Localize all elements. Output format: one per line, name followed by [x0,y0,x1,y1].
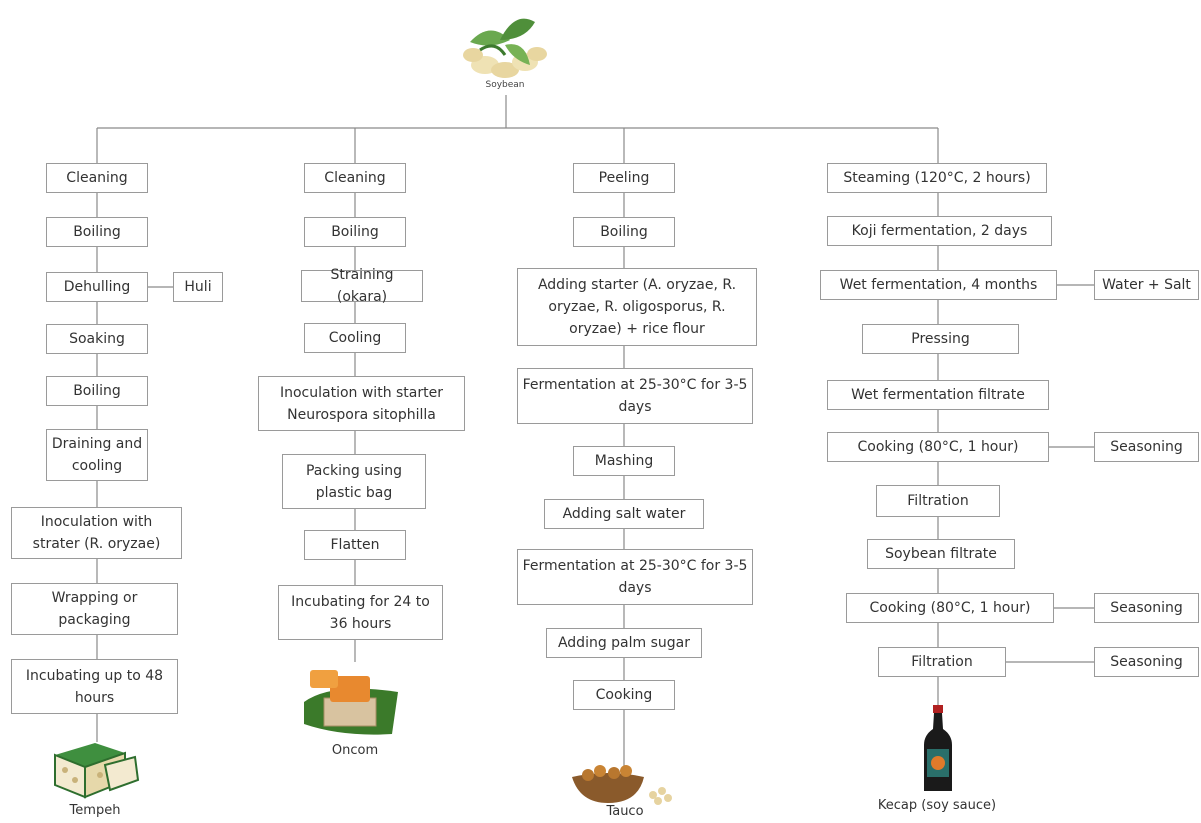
kecap-side-seasoning-2: Seasoning [1094,593,1199,623]
kecap-step-wet-fermentation: Wet fermentation, 4 months [820,270,1057,300]
kecap-side-seasoning-1: Seasoning [1094,432,1199,462]
kecap-step-soybean-filtrate: Soybean filtrate [867,539,1015,569]
kecap-step-filtration-2: Filtration [878,647,1006,677]
tempeh-step-dehulling: Dehulling [46,272,148,302]
oncom-step-boiling: Boiling [304,217,406,247]
kecap-step-cooking: Cooking (80°C, 1 hour) [827,432,1049,462]
tempeh-step-wrapping: Wrapping or packaging [11,583,178,635]
kecap-side-seasoning-3: Seasoning [1094,647,1199,677]
oncom-step-straining: Straining (okara) [301,267,423,305]
tauco-step-peeling: Peeling [573,163,675,193]
tauco-step-boiling: Boiling [573,217,675,247]
oncom-step-cooling: Cooling [304,323,406,353]
oncom-step-inoculation: Inoculation with starter Neurospora sito… [258,376,465,431]
kecap-step-cooking-2: Cooking (80°C, 1 hour) [846,593,1054,623]
tauco-product-label: Tauco [606,804,644,819]
oncom-step-packing: Packing using plastic bag [282,454,426,509]
kecap-side-water-salt: Water + Salt [1094,270,1199,300]
tauco-step-adding-starter: Adding starter (A. oryzae, R. oryzae, R.… [517,268,757,346]
root-label: Soybean [485,80,525,90]
soy-sauce-bottle-illustration [920,705,956,793]
tempeh-step-boiling-2: Boiling [46,376,148,406]
soybean-illustration [455,10,550,80]
tauco-step-adding-salt-water: Adding salt water [544,499,704,529]
tauco-step-adding-palm-sugar: Adding palm sugar [546,628,702,658]
kecap-step-pressing: Pressing [862,324,1019,354]
oncom-step-incubating: Incubating for 24 to 36 hours [278,585,443,640]
tempeh-step-draining: Draining and cooling [46,429,148,481]
oncom-product-label: Oncom [331,743,379,758]
tauco-step-fermentation: Fermentation at 25-30°C for 3-5 days [517,368,753,424]
tauco-step-cooking: Cooking [573,680,675,710]
tauco-illustration [568,765,680,805]
tempeh-step-incubating: Incubating up to 48 hours [11,659,178,714]
tempeh-side-huli: Huli [173,272,223,302]
tauco-step-fermentation-2: Fermentation at 25-30°C for 3-5 days [517,549,753,605]
tempeh-step-soaking: Soaking [46,324,148,354]
kecap-step-filtration: Filtration [876,485,1000,517]
kecap-step-koji: Koji fermentation, 2 days [827,216,1052,246]
tempeh-product-label: Tempeh [69,803,121,818]
tempeh-illustration [50,735,140,803]
oncom-step-cleaning: Cleaning [304,163,406,193]
tempeh-step-cleaning: Cleaning [46,163,148,193]
tauco-step-mashing: Mashing [573,446,675,476]
tempeh-step-inoculation: Inoculation with strater (R. oryzae) [11,507,182,559]
kecap-step-wet-filtrate: Wet fermentation filtrate [827,380,1049,410]
oncom-step-flatten: Flatten [304,530,406,560]
oncom-illustration [302,662,400,737]
kecap-product-label: Kecap (soy sauce) [877,798,997,813]
tempeh-step-boiling: Boiling [46,217,148,247]
kecap-step-steaming: Steaming (120°C, 2 hours) [827,163,1047,193]
